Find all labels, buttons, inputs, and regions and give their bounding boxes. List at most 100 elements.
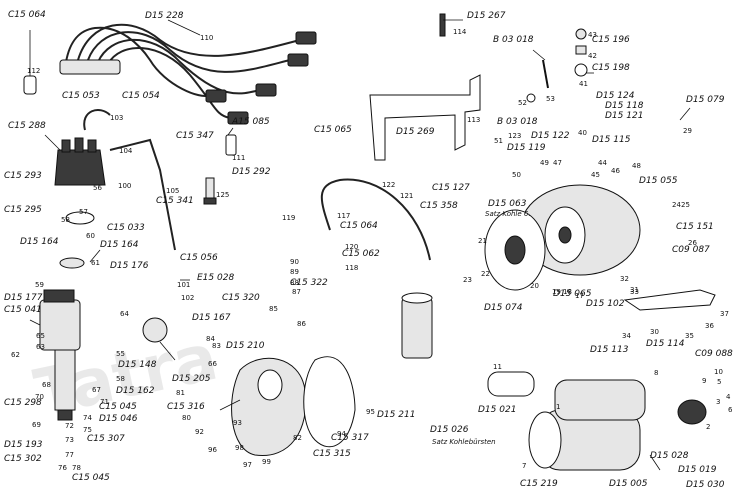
ref-number: 67 xyxy=(92,386,101,394)
ref-number: 46 xyxy=(611,167,620,175)
ref-number: 61 xyxy=(91,259,100,267)
part-code-label: C15 127 xyxy=(432,183,470,193)
part-code-label: B 03 018 xyxy=(497,117,538,127)
vacuum-pipe-100 xyxy=(109,138,176,251)
ref-number: 89 xyxy=(290,268,299,276)
part-code-label: D15 162 xyxy=(116,386,155,396)
solenoid xyxy=(487,371,535,397)
ref-number: 4 xyxy=(726,393,731,401)
plug-connector xyxy=(255,83,277,97)
part-code-label: D15 267 xyxy=(467,11,506,21)
part-code-label: D15 118 xyxy=(605,101,644,111)
ref-number: 6 xyxy=(728,406,733,414)
ref-number: 43 xyxy=(588,31,597,39)
clip-103 xyxy=(83,109,111,131)
ref-number: 60 xyxy=(86,232,95,240)
ref-number: 98 xyxy=(235,444,244,452)
part-code-label: D15 164 xyxy=(20,237,59,247)
part-code-label: D15 121 xyxy=(605,111,643,121)
ref-number: 80 xyxy=(182,414,191,422)
part-code-label: D15 176 xyxy=(110,261,149,271)
ref-number: 76 xyxy=(58,464,67,472)
ref-number: 122 xyxy=(382,181,395,189)
ref-number: 3 xyxy=(716,398,720,406)
timing-cover-82 xyxy=(231,357,307,457)
part-42 xyxy=(575,45,587,55)
ref-number: 92 xyxy=(195,428,204,436)
ignition-coil xyxy=(401,297,433,359)
ref-number: 93 xyxy=(233,419,242,427)
ref-number: 66 xyxy=(208,360,217,368)
note-brushes: Satz Kohle 6. xyxy=(485,210,531,218)
distributor-cap-56 xyxy=(54,149,106,186)
part-code-label: C15 316 xyxy=(167,402,205,412)
leader-lines xyxy=(29,19,691,471)
ref-number: 48 xyxy=(632,162,641,170)
ref-number: 9 xyxy=(702,377,706,385)
ref-number: 97 xyxy=(243,461,252,469)
ref-number: 63 xyxy=(36,343,45,351)
ref-number: 86 xyxy=(297,320,306,328)
ref-number: 114 xyxy=(453,28,467,36)
ref-number: 21 xyxy=(478,237,487,245)
ref-number: 58 xyxy=(61,216,70,224)
ref-number: 73 xyxy=(65,436,74,444)
part-code-label: D15 115 xyxy=(592,135,631,145)
ref-number: 56 xyxy=(93,184,102,192)
part-code-label: C15 053 xyxy=(62,91,100,101)
ref-number: 99 xyxy=(262,458,271,466)
part-code-label: C15 041 xyxy=(4,305,42,315)
ref-number: 82 xyxy=(293,434,302,442)
nut-43 xyxy=(575,28,587,40)
note-brushes: Satz Kohlebürsten xyxy=(432,438,496,446)
ref-number: 94 xyxy=(337,430,346,438)
part-code-label: C15 295 xyxy=(4,205,42,215)
part-code-label: C15 288 xyxy=(8,121,46,131)
part-code-label: D15 030 xyxy=(686,480,725,490)
part-code-label: C15 064 xyxy=(8,10,46,20)
cap-112 xyxy=(23,75,37,95)
part-code-label: C15 056 xyxy=(180,253,218,263)
ref-number: 71 xyxy=(100,398,109,406)
ref-number: 85 xyxy=(269,305,278,313)
ref-number: 34 xyxy=(622,332,631,340)
ref-number: 96 xyxy=(208,446,217,454)
ref-number: 17 xyxy=(575,292,584,300)
ref-number: 30 xyxy=(650,328,659,336)
ref-number: 20 xyxy=(530,282,539,290)
ref-number: 45 xyxy=(591,171,600,179)
part-code-label: D15 292 xyxy=(232,167,271,177)
part-code-label: D15 046 xyxy=(99,414,138,424)
ref-number: 62 xyxy=(11,351,20,359)
part-code-label: C15 033 xyxy=(107,223,145,233)
ref-number: 25 xyxy=(681,201,690,209)
ref-number: 35 xyxy=(685,332,694,340)
part-code-label: D15 167 xyxy=(192,313,231,323)
part-code-label: C15 347 xyxy=(176,131,214,141)
part-code-label: C15 315 xyxy=(313,449,351,459)
ref-number: 49 xyxy=(540,159,549,167)
part-code-label: D15 065 xyxy=(553,289,592,299)
ref-number: 125 xyxy=(216,191,229,199)
part-code-label: C15 045 xyxy=(99,402,137,412)
part-code-label: D15 079 xyxy=(686,95,725,105)
part-code-label: C15 196 xyxy=(592,35,630,45)
ref-number: 52 xyxy=(518,99,527,107)
ref-number: 10 xyxy=(714,368,723,376)
part-code-label: C09 087 xyxy=(672,245,710,255)
part-code-label: D15 026 xyxy=(430,425,469,435)
ref-number: 32 xyxy=(620,275,629,283)
part-code-label: C15 322 xyxy=(290,278,328,288)
spark-plug-125 xyxy=(205,177,215,199)
ref-number: 88 xyxy=(290,279,299,287)
ref-number: 57 xyxy=(79,208,88,216)
part-code-label: D15 210 xyxy=(226,341,265,351)
ref-number: 112 xyxy=(27,67,40,75)
spring-114 xyxy=(439,13,446,37)
rotor-57 xyxy=(65,211,95,225)
part-code-label: C15 054 xyxy=(122,91,160,101)
ref-number: 65 xyxy=(36,332,45,340)
ref-number: 83 xyxy=(212,342,221,350)
ignition-cable-set xyxy=(59,23,317,125)
